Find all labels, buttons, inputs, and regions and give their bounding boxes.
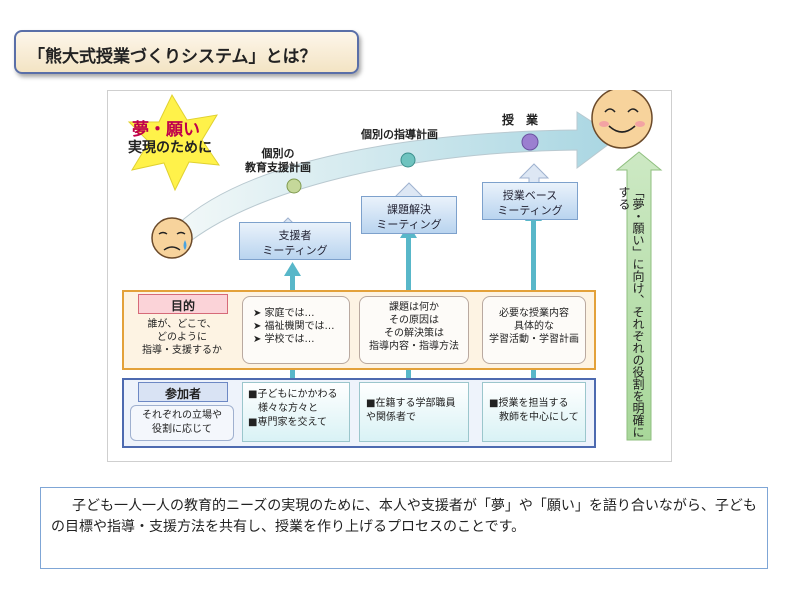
purpose-item: 課題は何か xyxy=(389,302,439,313)
participants-box-2: ■在籍する学部職員 や関係者で xyxy=(359,382,469,442)
dream-subtitle: 実現のために xyxy=(128,140,212,156)
purpose-item: ➤ 家庭では… xyxy=(253,308,315,319)
stage-label-plan1: 個別の 教育支援計画 xyxy=(245,147,311,174)
page-title: 「熊大式授業づくりシステム」とは？ xyxy=(14,30,359,74)
meeting-line: ミーティング xyxy=(497,204,563,217)
meeting-line: 支援者 xyxy=(278,229,312,242)
participant-item: ■専門家を交えて xyxy=(248,417,327,428)
dream-title: 夢・願い xyxy=(132,120,200,140)
progress-arrow xyxy=(176,111,618,241)
meeting-line: 課題解決 xyxy=(387,203,431,216)
purpose-label: 目的 xyxy=(138,294,228,314)
purpose-item: 指導内容・指導方法 xyxy=(369,341,459,352)
purpose-item: ➤ 学校では… xyxy=(253,334,315,345)
participants-description: それぞれの立場や 役割に応じて xyxy=(130,405,234,441)
purpose-box-2: 課題は何か その原因は その解決策は 指導内容・指導方法 xyxy=(359,296,469,364)
vertical-goal-text: 「夢・願い」に向け、それぞれの役割を明確にする xyxy=(617,186,645,438)
meeting-box-support: 支援者 ミーティング xyxy=(239,222,351,260)
meeting-box-lesson: 授業ベース ミーティング xyxy=(482,182,578,220)
participant-item: 様々な方々と xyxy=(258,403,318,414)
participant-item: ■授業を担当する xyxy=(489,398,569,409)
stage-label-plan2: 個別の指導計画 xyxy=(361,128,438,141)
stage-dot-lesson xyxy=(521,133,539,151)
participants-label: 参加者 xyxy=(138,382,228,402)
purpose-item: 必要な授業内容 xyxy=(499,308,569,319)
participant-item: ■子どもにかかわる xyxy=(248,389,338,400)
purpose-item: その解決策は xyxy=(384,328,444,339)
meeting-line: ミーティング xyxy=(376,218,442,231)
participants-box-3: ■授業を担当する 教師を中心にして xyxy=(482,382,586,442)
description-text: 子ども一人一人の教育的ニーズの実現のために、本人や支援者が「夢」や「願い」を語り… xyxy=(40,487,768,569)
purpose-item: 学習活動・学習計画 xyxy=(489,334,579,345)
stage-label-lesson: 授 業 xyxy=(502,113,539,127)
purpose-item: 具体的な xyxy=(514,321,554,332)
participant-item: や関係者で xyxy=(366,412,416,423)
participant-item: ■在籍する学部職員 xyxy=(366,398,456,409)
smiling-face-icon xyxy=(591,90,653,149)
purpose-item: その原因は xyxy=(389,315,439,326)
crying-face-icon xyxy=(151,217,193,259)
meeting-line: 授業ベース xyxy=(502,189,558,202)
purpose-item: ➤ 福祉機関では… xyxy=(253,321,335,332)
participants-box-1: ■子どもにかかわる 様々な方々と ■専門家を交えて xyxy=(242,382,350,442)
meeting-line: ミーティング xyxy=(262,244,328,257)
vertical-goal-arrow xyxy=(615,151,663,441)
purpose-description: 誰が、どこで、 どのように 指導・支援するか xyxy=(142,319,222,356)
stage-dot-plan2 xyxy=(400,152,416,168)
purpose-box-1: ➤ 家庭では… ➤ 福祉機関では… ➤ 学校では… xyxy=(242,296,350,364)
purpose-box-3: 必要な授業内容 具体的な 学習活動・学習計画 xyxy=(482,296,586,364)
description-content: 子ども一人一人の教育的ニーズの実現のために、本人や支援者が「夢」や「願い」を語り… xyxy=(51,498,757,535)
star-shape xyxy=(127,93,221,192)
stage-dot-plan1 xyxy=(286,178,302,194)
meeting-box-problem: 課題解決 ミーティング xyxy=(361,196,457,234)
participant-item: 教師を中心にして xyxy=(499,412,579,423)
